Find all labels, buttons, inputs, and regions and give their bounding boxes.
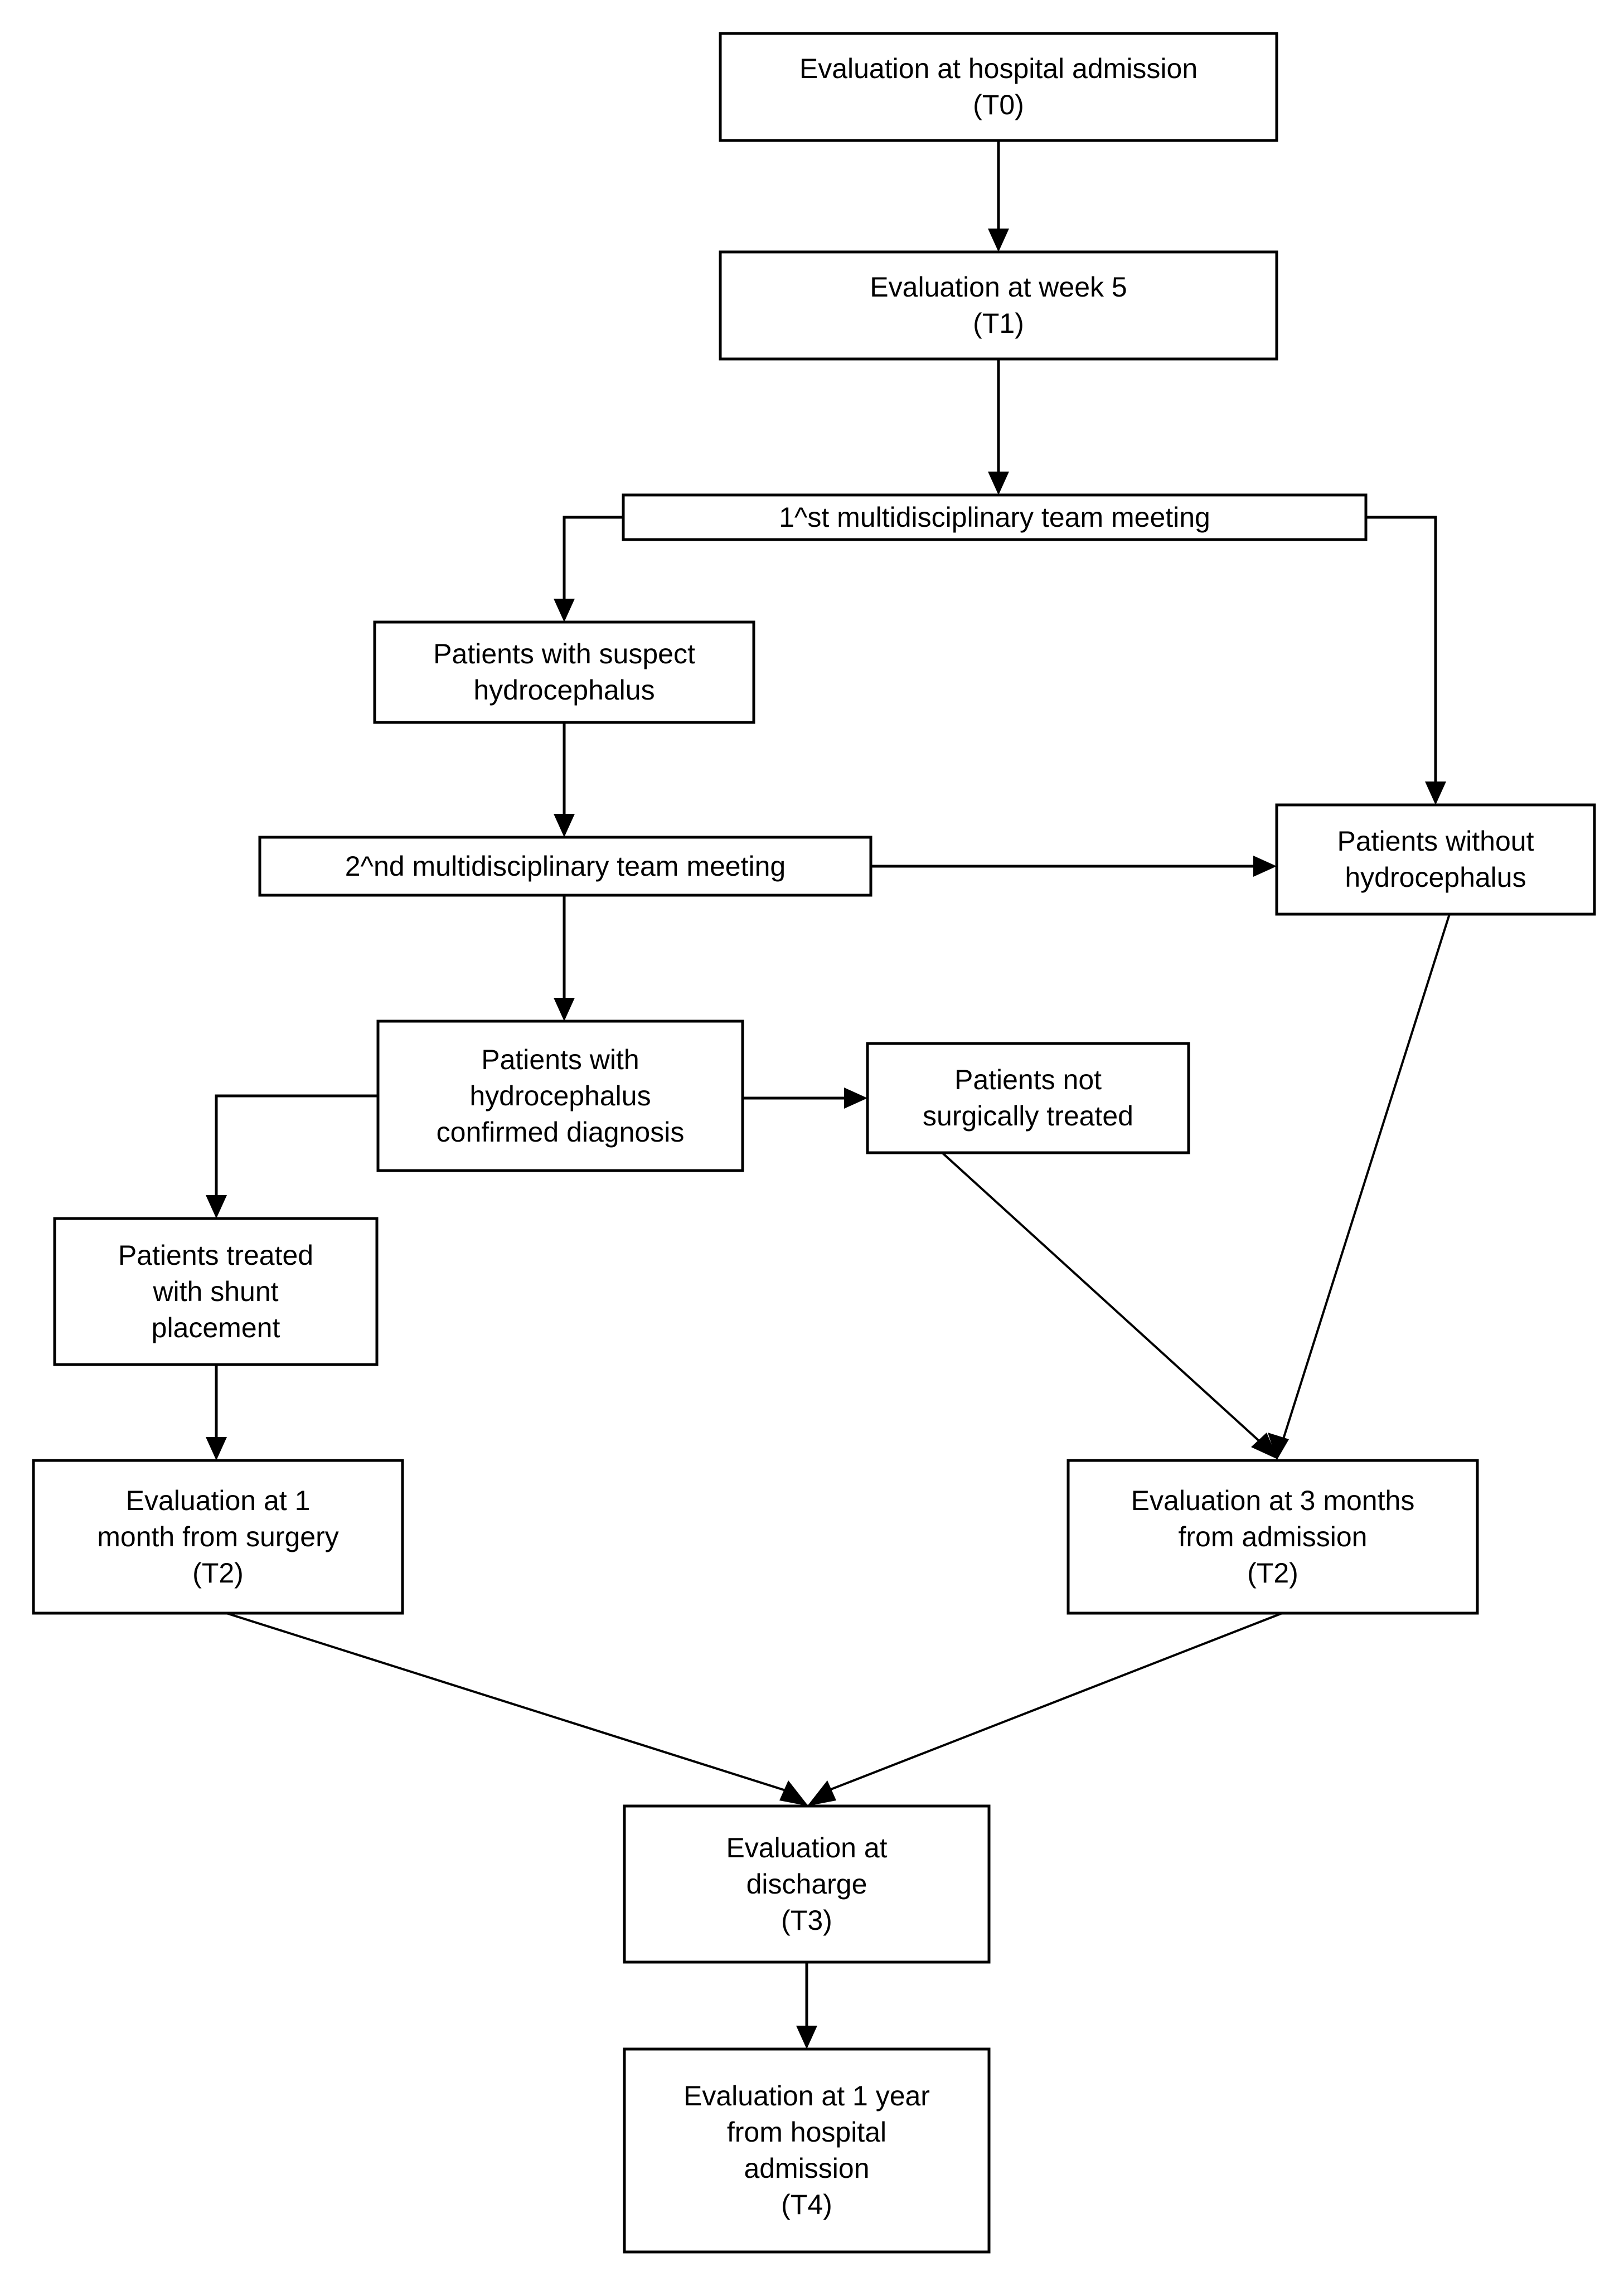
edge-mdt1-to-without — [1366, 516, 1446, 805]
edge-t3-to-t4 — [796, 1962, 817, 2049]
node-box-suspect[interactable] — [373, 620, 755, 724]
edge-t0-to-t1 — [988, 140, 1009, 252]
node-box-shunt[interactable] — [53, 1217, 379, 1366]
edge-confirmed-to-shunt — [206, 1094, 378, 1219]
edge-confirmed-to-notsurgical — [743, 1088, 867, 1109]
edge-shunt-to-t2surgery — [206, 1365, 227, 1460]
edge-without-to-t2admission — [1268, 914, 1451, 1460]
edge-mdt1-to-suspect — [554, 516, 623, 622]
node-box-without[interactable] — [1275, 803, 1596, 916]
edge-mdt2-to-without — [871, 856, 1277, 877]
node-box-t2admission[interactable] — [1066, 1459, 1479, 1615]
node-box-confirmed[interactable] — [376, 1020, 744, 1172]
edge-mdt2-to-confirmed — [554, 895, 575, 1021]
node-box-notsurgical[interactable] — [866, 1042, 1190, 1154]
edge-notsurgical-to-t2admission — [941, 1152, 1278, 1459]
node-layer — [32, 32, 1596, 2254]
node-box-t3[interactable] — [623, 1804, 991, 1964]
node-box-t2surgery[interactable] — [32, 1459, 404, 1615]
edge-t1-to-mdt1 — [988, 359, 1009, 495]
node-box-mdt1[interactable] — [622, 493, 1368, 541]
edge-t2admission-to-t3 — [807, 1612, 1283, 1806]
edge-suspect-to-mdt2 — [554, 722, 575, 837]
node-box-mdt2[interactable] — [258, 836, 872, 897]
node-box-t4[interactable] — [623, 2047, 991, 2254]
node-box-t0[interactable] — [719, 32, 1278, 142]
edge-t2surgery-to-t3 — [226, 1612, 808, 1806]
connector-layer — [206, 140, 1451, 2049]
node-box-t1[interactable] — [719, 250, 1278, 361]
